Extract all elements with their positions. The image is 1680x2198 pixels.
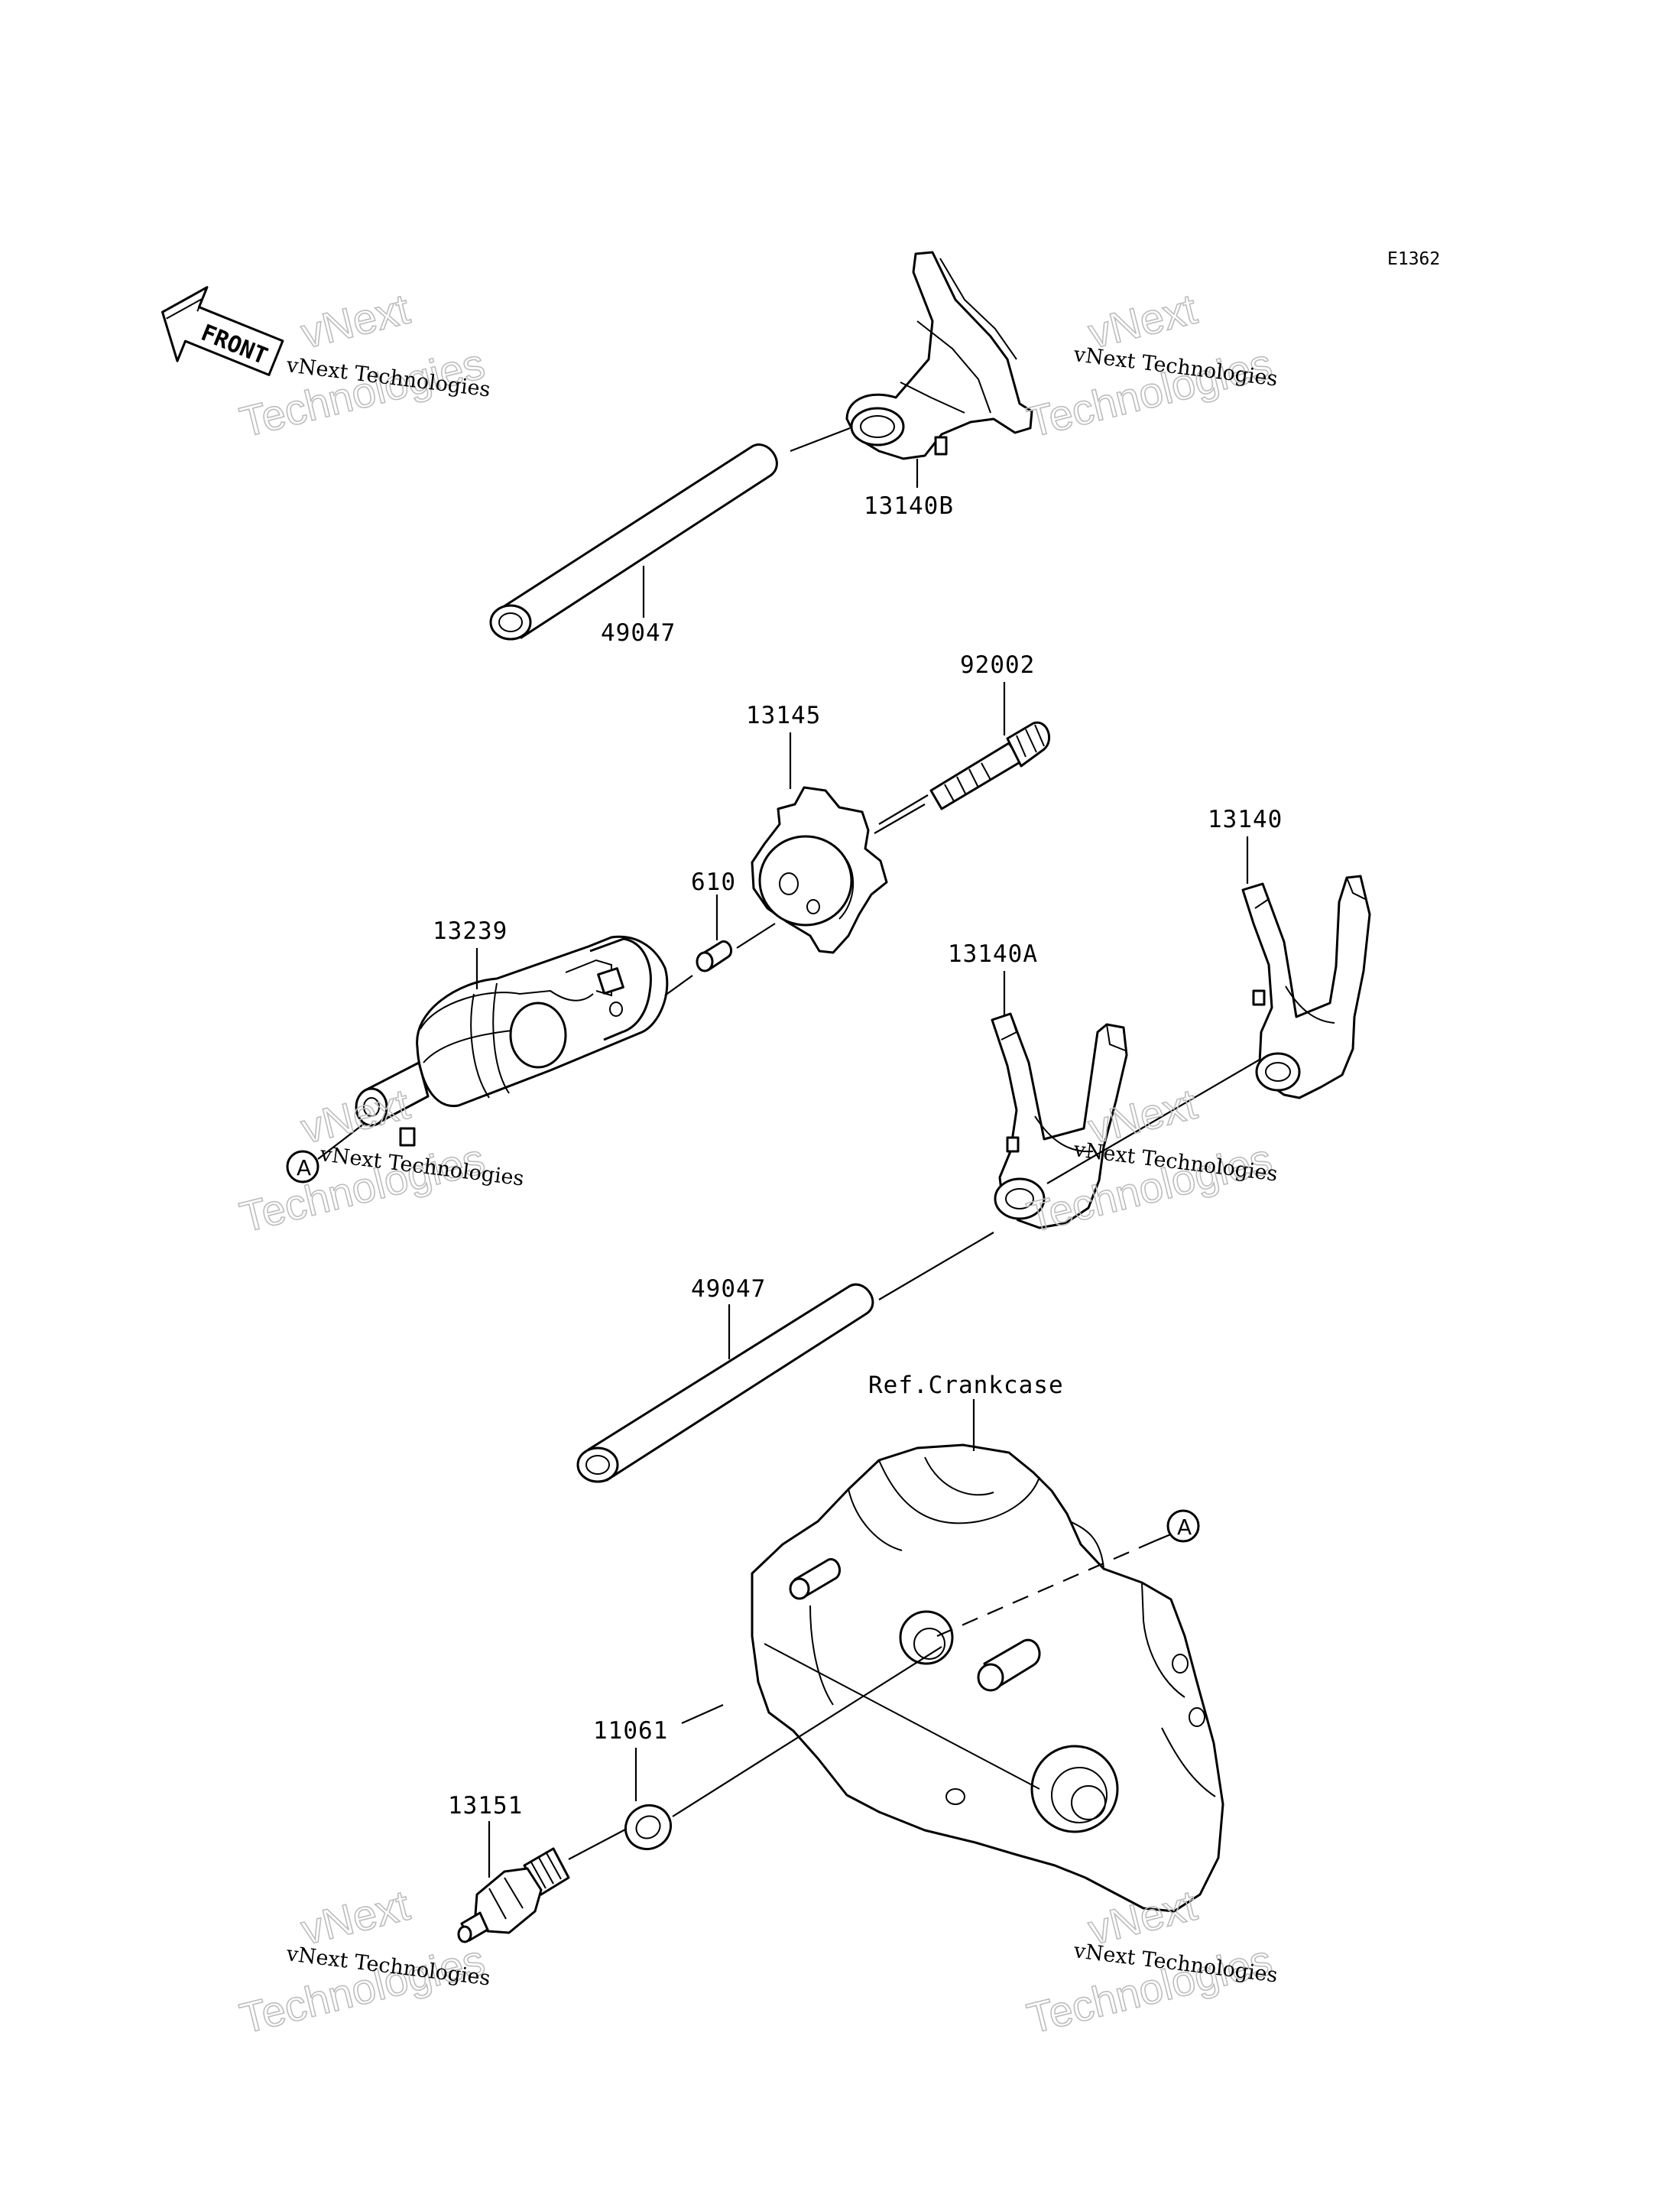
watermark-bottom-right: vNext Technologies vNext Technologies [1022, 1880, 1279, 2043]
part-label-13239: 13239 [433, 917, 508, 945]
callout-a-right [1166, 1509, 1200, 1543]
shift-fork-13140 [1241, 875, 1371, 1099]
shift-rod-49047-top [489, 443, 778, 641]
part-label-610: 610 [691, 868, 736, 896]
shift-fork-13140b [845, 251, 1033, 460]
part-label-11061: 11061 [593, 1717, 668, 1745]
washer-11061 [624, 1804, 673, 1851]
pin-610 [696, 940, 732, 972]
part-label-13140: 13140 [1208, 806, 1283, 833]
bolt-92002 [929, 721, 1051, 810]
svg-text:vNext: vNext [297, 1881, 415, 1954]
part-label-13140b: 13140B [864, 492, 954, 520]
shift-rod-49047-mid [576, 1283, 874, 1483]
part-label-49047-top: 49047 [601, 619, 676, 647]
shift-drum-13239 [355, 935, 669, 1147]
part-label-13140a: 13140A [948, 940, 1038, 968]
part-label-92002: 92002 [960, 651, 1035, 679]
watermark-bottom-left: vNext Technologies vNext Technologies [235, 1880, 491, 2043]
svg-text:vNext: vNext [297, 1080, 415, 1153]
watermark-mid-left: vNext Technologies vNext Technologies [235, 1079, 525, 1242]
front-arrow-icon: FRONT [161, 286, 284, 376]
part-label-49047-mid: 49047 [691, 1275, 766, 1303]
svg-text:vNext: vNext [297, 284, 415, 358]
part-label-13145: 13145 [746, 702, 821, 729]
watermark-top-right: vNext Technologies vNext Technologies [1022, 284, 1279, 446]
part-label-13151: 13151 [448, 1792, 523, 1820]
ref-label-crankcase: Ref.Crankcase [868, 1372, 1064, 1399]
shift-drum-cam-13145 [751, 786, 888, 954]
neutral-switch-13151 [457, 1847, 570, 1943]
callout-a-right-label: A [1177, 1515, 1192, 1540]
crankcase-section [751, 1443, 1224, 1913]
diagram-code: E1362 [1387, 249, 1440, 269]
callout-a-left-label: A [297, 1155, 311, 1180]
shift-fork-13140a [991, 1012, 1128, 1229]
callout-a-left [286, 1150, 319, 1183]
